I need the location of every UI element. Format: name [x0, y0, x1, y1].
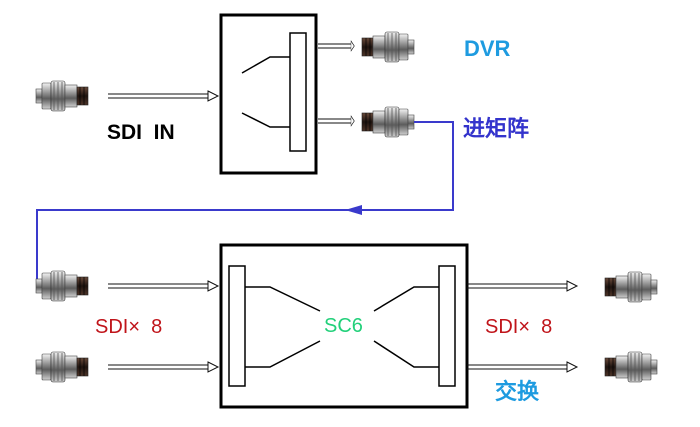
top-output-bar: [289, 32, 307, 152]
loop-arrow-icon: [345, 205, 362, 215]
loop-line: [36, 121, 454, 286]
top-split-upper: [241, 56, 290, 74]
bnc-connector-icon: [361, 106, 415, 138]
label-matrix: 进矩阵: [463, 116, 529, 141]
bnc-connector-icon: [35, 351, 89, 383]
sc6-right-upper: [373, 286, 439, 312]
input-arrow: [107, 90, 219, 102]
sc6-left-bar: [228, 265, 246, 387]
bnc-connector-icon: [604, 271, 658, 303]
input-arrow-lower: [107, 361, 219, 373]
matrix-arrow: [317, 115, 355, 127]
label-dvr: DVR: [464, 36, 511, 61]
label-sdi-in: SDI IN: [107, 121, 175, 144]
sc6-switch-box: [219, 243, 469, 409]
sc6-left-lower: [245, 340, 321, 368]
label-sdi-x8-left: SDI× 8: [95, 316, 162, 338]
bnc-connector-icon: [35, 270, 89, 302]
top-split-lower: [241, 112, 290, 128]
input-arrow-upper: [107, 280, 219, 292]
sc6-right-lower: [373, 340, 439, 368]
bnc-connector-icon: [361, 31, 415, 63]
dvr-arrow: [317, 40, 355, 52]
sc6-right-bar: [438, 265, 456, 387]
output-arrow-lower: [466, 361, 578, 373]
bnc-connector-icon: [604, 351, 658, 383]
label-sc6: SC6: [324, 315, 363, 337]
output-arrow-upper: [466, 280, 578, 292]
sc6-left-upper: [245, 286, 321, 312]
bnc-connector-icon: [35, 80, 89, 112]
label-sdi-x8-right: SDI× 8: [485, 316, 552, 338]
label-switch: 交换: [495, 379, 540, 404]
